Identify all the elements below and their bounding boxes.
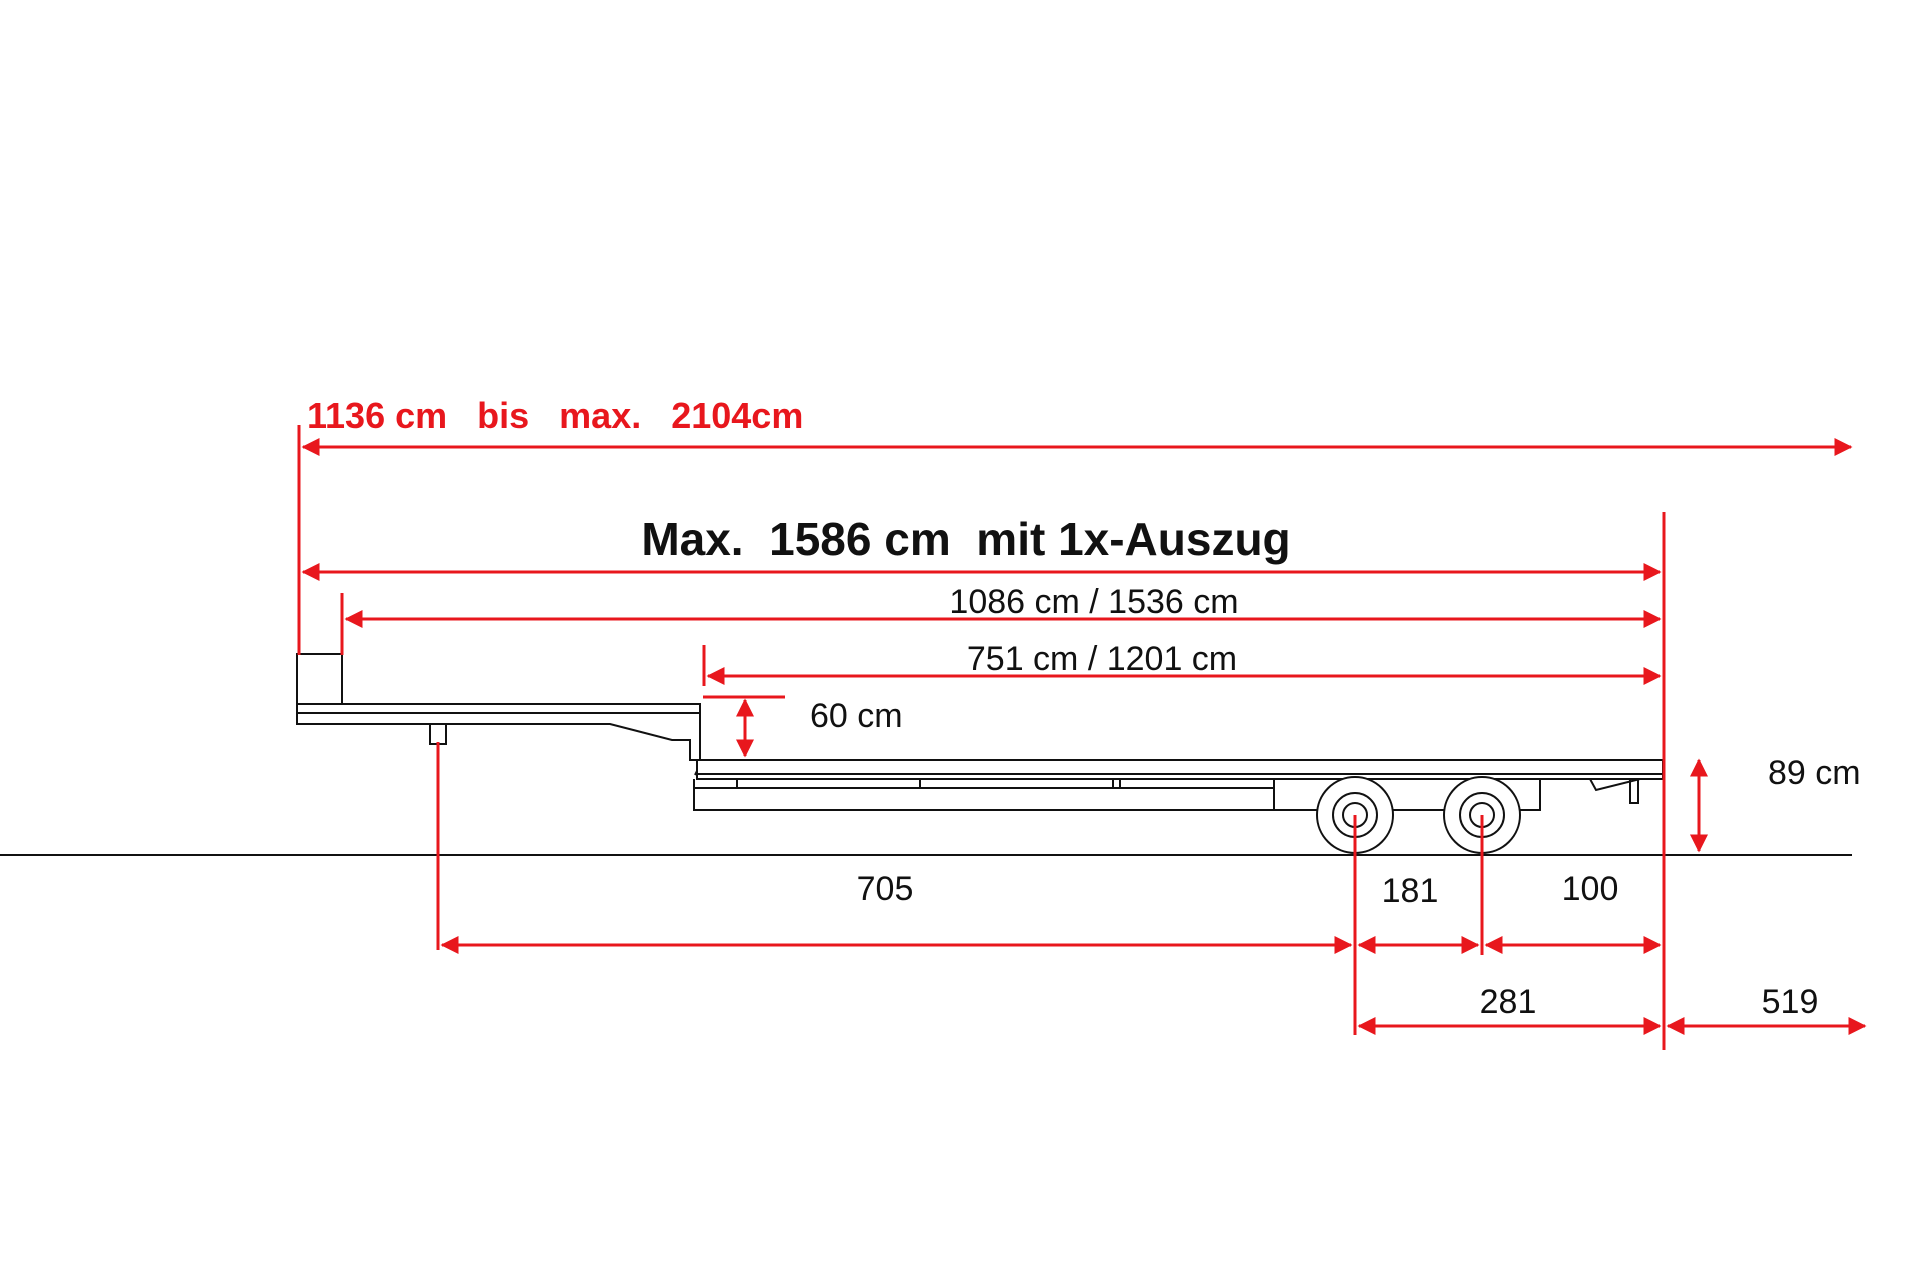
platform-length-label: 1086 cm / 1536 cm [949, 583, 1238, 621]
rear-overhang-label: 100 [1562, 870, 1619, 908]
main-deck [696, 759, 1664, 775]
deck-length-label: 751 cm / 1201 cm [967, 640, 1237, 678]
diagram-title: Max. 1586 cm mit 1x-Auszug [641, 513, 1290, 565]
overall-range-label: 1136 cm bis max. 2104cm [307, 395, 803, 436]
chassis-frame [693, 787, 1275, 811]
step-height-label: 60 cm [810, 697, 903, 735]
deck-height-label: 89 cm [1768, 754, 1861, 792]
axle-spacing-label: 181 [1382, 872, 1439, 910]
gooseneck-frame [296, 703, 701, 761]
rear-extension-label: 519 [1762, 983, 1819, 1021]
kingpin [429, 723, 447, 745]
trailer-outline [296, 653, 1664, 854]
gooseneck-head [296, 653, 343, 705]
axle-to-rear-label: 281 [1480, 983, 1537, 1021]
kingpin-to-axle-label: 705 [857, 870, 914, 908]
